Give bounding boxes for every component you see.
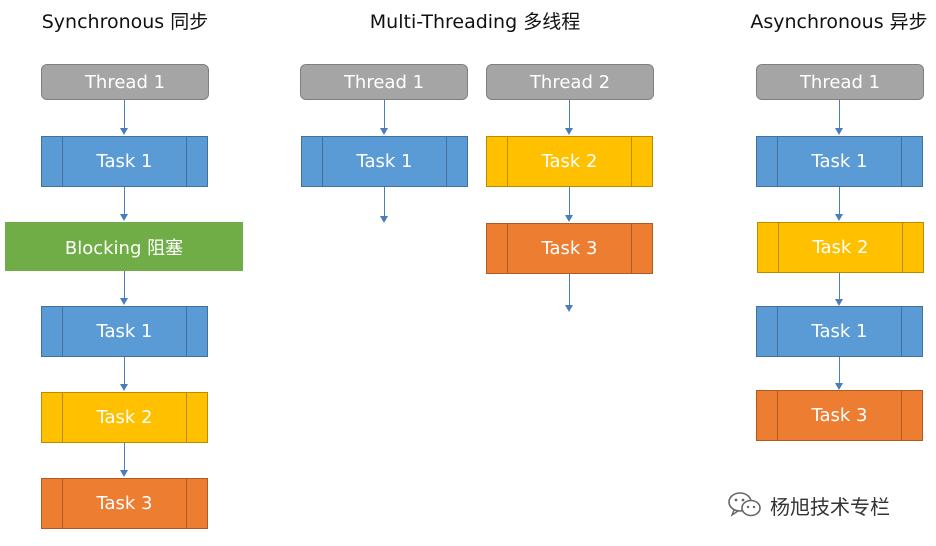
multi-arrow-4 — [565, 187, 573, 222]
sync-task-2: Task 2 — [41, 392, 208, 443]
multi-thread-1: Thread 1 — [300, 64, 468, 100]
sync-task-1b: Task 1 — [41, 306, 208, 357]
async-title: Asynchronous 异步 — [750, 11, 928, 33]
sync-task-1: Task 1 — [41, 136, 208, 187]
multi-arrow-1 — [380, 100, 388, 135]
async-arrow-4 — [835, 357, 843, 390]
sync-task-3-label: Task 3 — [96, 493, 153, 514]
async-arrow-3 — [835, 273, 843, 306]
sync-title: Synchronous 同步 — [41, 11, 209, 33]
multi-task-1: Task 1 — [301, 136, 468, 187]
async-task-2: Task 2 — [757, 222, 924, 273]
async-task-1: Task 1 — [756, 136, 923, 187]
sync-blocking-label: Blocking 阻塞 — [64, 237, 184, 259]
async-task-2-label: Task 2 — [812, 237, 869, 258]
async-thread-1: Thread 1 — [756, 64, 924, 100]
async-task-1-label: Task 1 — [811, 151, 868, 172]
sync-task-1-label: Task 1 — [96, 151, 153, 172]
sync-thread-1-label: Thread 1 — [84, 71, 166, 93]
multi-task-3-label: Task 3 — [541, 238, 598, 259]
sync-arrow-1 — [120, 100, 128, 135]
multi-arrow-5 — [565, 274, 573, 312]
sync-blocking: Blocking 阻塞 — [5, 222, 243, 271]
sync-thread-1: Thread 1 — [41, 64, 209, 100]
async-task-3: Task 3 — [756, 390, 923, 441]
sync-arrow-5 — [120, 443, 128, 477]
multi-thread-2: Thread 2 — [486, 64, 654, 100]
multi-task-3: Task 3 — [486, 223, 653, 274]
multi-thread-2-label: Thread 2 — [529, 71, 611, 93]
multi-thread-1-label: Thread 1 — [343, 71, 425, 93]
sync-arrow-4 — [120, 357, 128, 391]
multi-arrow-2 — [565, 100, 573, 135]
async-arrow-1 — [835, 100, 843, 135]
wechat-icon — [728, 492, 761, 517]
sync-task-2-label: Task 2 — [96, 407, 153, 428]
multi-task-2-label: Task 2 — [541, 151, 598, 172]
multi-task-2: Task 2 — [486, 136, 653, 187]
sync-arrow-3 — [120, 271, 128, 305]
sync-task-3: Task 3 — [41, 478, 208, 529]
async-thread-1-label: Thread 1 — [799, 71, 881, 93]
async-task-1b-label: Task 1 — [811, 321, 868, 342]
multi-arrow-3 — [380, 187, 388, 223]
multi-task-1-label: Task 1 — [356, 151, 413, 172]
multi-title: Multi-Threading 多线程 — [369, 11, 581, 33]
sync-task-1b-label: Task 1 — [96, 321, 153, 342]
async-task-3-label: Task 3 — [811, 405, 868, 426]
watermark: 杨旭技术专栏 — [728, 490, 890, 520]
watermark-text: 杨旭技术专栏 — [770, 494, 890, 519]
async-task-1b: Task 1 — [756, 306, 923, 357]
sync-arrow-2 — [120, 187, 128, 221]
async-arrow-2 — [835, 187, 843, 221]
